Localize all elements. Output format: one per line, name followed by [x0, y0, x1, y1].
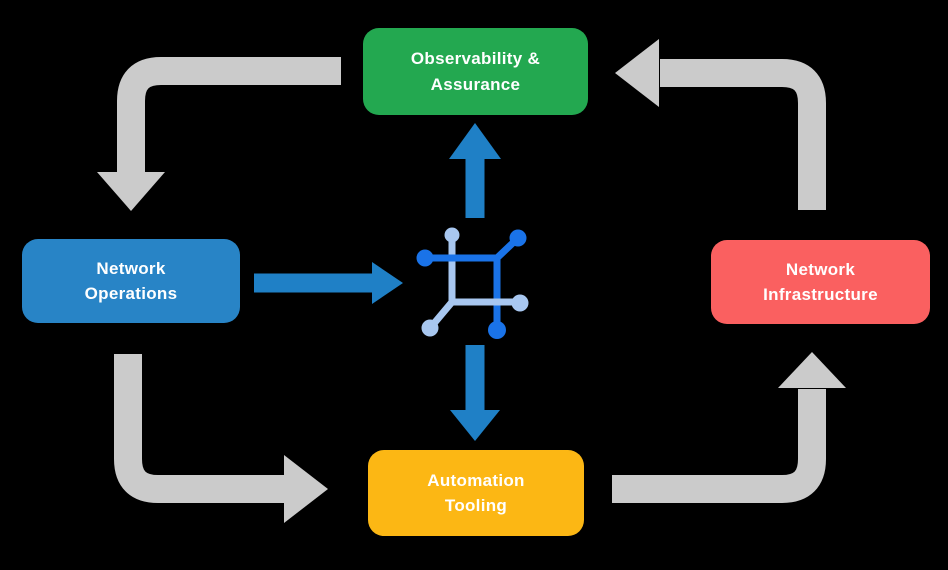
node-automation-tooling: Automation Tooling: [368, 450, 584, 536]
node-automation-label: Automation Tooling: [427, 470, 525, 516]
arrow-automation-to-infrastructure: [612, 352, 846, 503]
network-nodes-icon: [416, 227, 529, 339]
arrow-operations-to-automation: [114, 354, 328, 523]
arrow-operations-to-icon: [254, 262, 403, 304]
node-network-operations: Network Operations: [22, 239, 240, 323]
node-infrastructure-label: Network Infrastructure: [763, 259, 878, 305]
arrow-observability-to-operations: [97, 57, 341, 211]
node-observability-label: Observability & Assurance: [410, 49, 541, 94]
node-observability-assurance: Observability & Assurance: [363, 28, 588, 115]
node-network-infrastructure: Network Infrastructure: [711, 240, 930, 324]
arrow-infrastructure-to-observability: [615, 39, 826, 210]
node-operations-label: Network Operations: [84, 258, 178, 304]
arrow-icon-to-observability: [449, 123, 501, 218]
arrow-icon-to-automation: [450, 345, 500, 441]
